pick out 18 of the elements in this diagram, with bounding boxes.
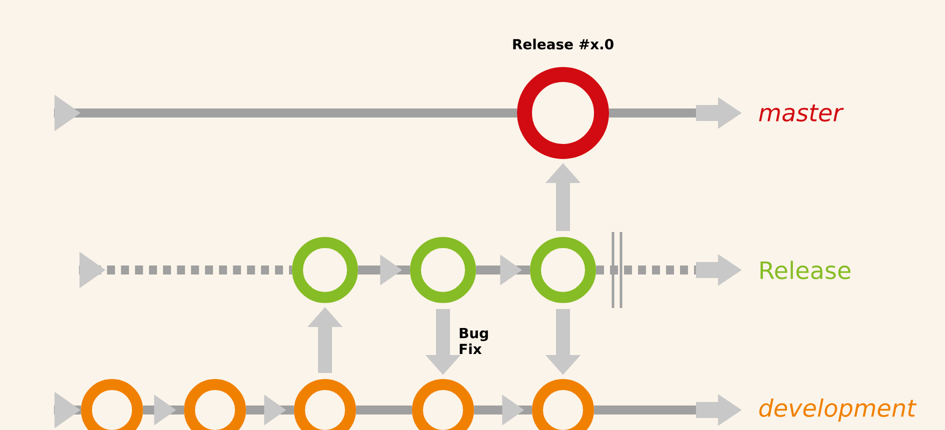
commit-circle: [517, 67, 609, 159]
arrow: [474, 394, 532, 426]
arrow: [54, 392, 81, 428]
commit-circle: [410, 237, 476, 303]
arrow: [54, 94, 517, 132]
arrow: [79, 252, 292, 288]
branch-name: Release: [760, 260, 850, 280]
commit-circle: [530, 237, 596, 303]
arrow: [476, 254, 530, 286]
branch-line: [356, 406, 412, 414]
arrow: [246, 394, 294, 426]
commit-label: Release #x.0: [513, 38, 614, 50]
edge-label: Bug Fix: [460, 328, 488, 354]
arrow: [358, 254, 410, 286]
commit-circle: [292, 237, 358, 303]
arrow: [143, 394, 184, 426]
branch-name: development: [759, 398, 917, 422]
branch-name: master: [759, 104, 844, 122]
